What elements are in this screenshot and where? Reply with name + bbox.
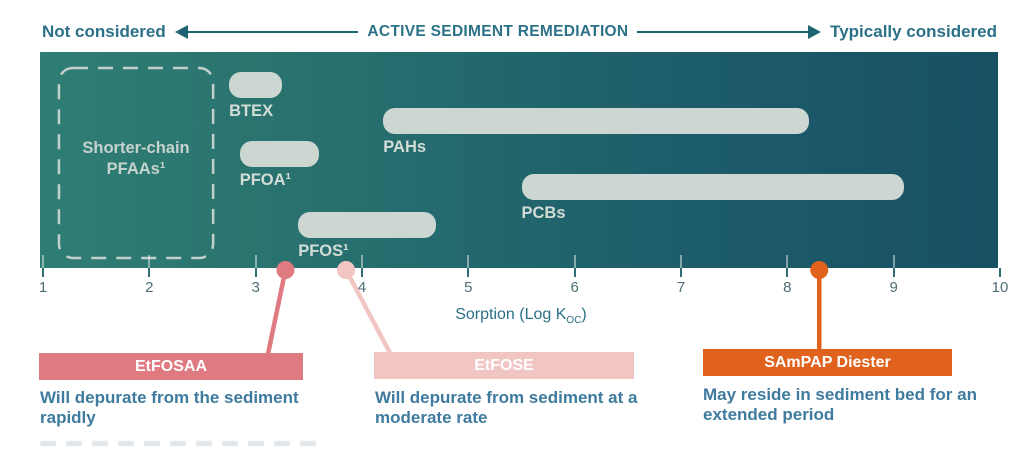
arrow-line-right [637,31,809,33]
remediation-scale-header: Not considered ACTIVE SEDIMENT REMEDIATI… [42,18,997,46]
axis-tick [361,255,363,277]
cropped-text-artifact [40,441,325,446]
x-axis-title-subscript: OC [566,315,582,327]
range-bar-pcbs [521,174,905,200]
bar-label-pfoa: PFOA¹ [239,171,292,189]
axis-tick [892,255,895,277]
axis-tick-label: 2 [145,279,154,296]
bar-label-pfos: PFOS¹ [298,242,349,260]
range-bar-pfoa [239,141,320,167]
shorter-chain-pfaas-label: Shorter-chain PFAAs¹ [82,139,190,178]
axis-tick-label: 8 [783,279,792,296]
bar-label-pahs: PAHs [383,138,427,156]
shorter-chain-pfaas-zone-outline [57,66,215,260]
callout-label-etfosaa: EtFOSAA [39,353,303,380]
range-bar-pfos [298,212,437,238]
axis-tick-label: 9 [889,279,898,296]
axis-tick [680,255,682,277]
x-axis-title: Sorption (Log KOC) [371,306,671,326]
callout-description-etfosaa: Will depurate from the sediment rapidly [40,388,299,428]
axis-tick [786,255,789,277]
axis-tick [467,255,470,277]
active-sediment-remediation-label: ACTIVE SEDIMENT REMEDIATION [367,23,629,40]
arrowhead-left-icon [174,25,188,39]
axis-tick-label: 4 [357,279,367,296]
not-considered-label: Not considered [42,22,166,41]
axis-tick [148,255,151,277]
axis-tick-label: 5 [464,279,473,296]
axis-tick-label: 6 [570,279,579,296]
range-bar-pahs [383,108,809,134]
x-axis-title-close: ) [581,306,587,323]
callout-label-sampap-diester: SAmPAP Diester [703,349,952,376]
callout-label-etfose: EtFOSE [374,352,634,379]
bar-label-pcbs: PCBs [521,204,566,222]
axis-tick-label: 10 [991,279,1009,296]
x-axis-title-main: Sorption (Log K [455,306,567,323]
bar-label-btex: BTEX [229,102,274,120]
arrow-line-left [187,31,359,33]
axis-tick-label: 3 [251,279,260,296]
arrowhead-right-icon [808,25,822,39]
axis-tick [254,255,257,277]
axis-tick [999,255,1001,277]
callout-description-sampap-diester: May reside in sediment bed for an extend… [703,385,977,425]
axis-tick-label: 1 [38,279,48,296]
axis-tick [42,255,44,277]
callout-description-etfose: Will depurate from sediment at a moderat… [375,388,638,428]
typically-considered-label: Typically considered [830,22,998,41]
axis-tick [573,255,576,277]
range-bar-btex [229,72,283,98]
axis-tick-label: 7 [676,279,686,296]
